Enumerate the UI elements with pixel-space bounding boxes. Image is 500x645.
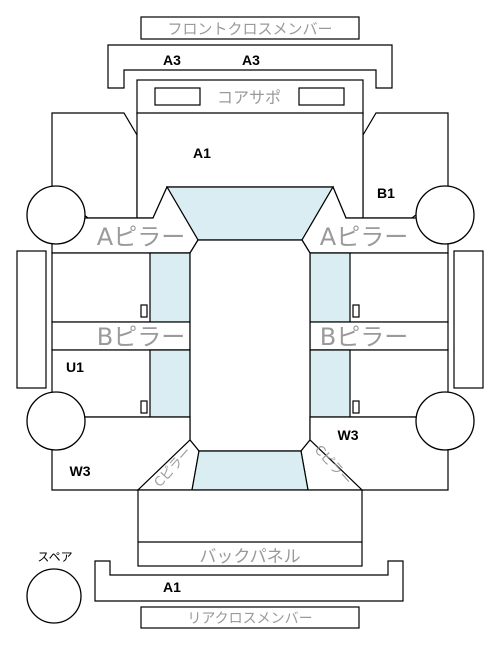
rear-cross-member-box[interactable] — [140, 606, 360, 629]
a-pillar-right-label: Aピラー — [320, 223, 408, 251]
front-cross-member-label: フロントクロスメンバー — [167, 20, 332, 38]
spare-label: スペア — [37, 550, 72, 564]
right-rear-door-handle[interactable] — [352, 400, 360, 414]
roof-panel[interactable] — [189, 239, 311, 452]
rear-cross-member-label: リアクロスメンバー — [187, 611, 312, 627]
spare-tire[interactable] — [26, 568, 82, 624]
code-u1: U1 — [66, 359, 84, 375]
code-b1: B1 — [377, 185, 395, 201]
front-left-wheel[interactable] — [26, 185, 86, 245]
code-a1-front: A1 — [193, 145, 211, 161]
core-support-label: コアサポ — [217, 88, 281, 107]
b-pillar-right-panel[interactable] — [309, 321, 449, 351]
rear-right-wheel[interactable] — [415, 391, 475, 451]
code-a3-left: A3 — [163, 52, 181, 68]
left-headlight[interactable] — [154, 87, 201, 106]
trunk-lid[interactable] — [137, 489, 363, 567]
right-front-door-glass[interactable] — [309, 252, 351, 323]
right-side-sill[interactable] — [453, 250, 484, 389]
code-w3-left: W3 — [70, 463, 91, 479]
code-a1-rear: A1 — [163, 579, 181, 595]
right-headlight[interactable] — [298, 87, 345, 106]
front-right-wheel[interactable] — [415, 185, 475, 245]
back-panel-label: バックパネル — [199, 547, 300, 567]
code-w3-right: W3 — [338, 427, 359, 443]
code-a3-right: A3 — [242, 52, 260, 68]
left-front-door-handle[interactable] — [140, 304, 148, 318]
rear-bumper-bracket[interactable] — [94, 560, 404, 602]
rear-left-wheel[interactable] — [26, 391, 86, 451]
left-rear-door-glass[interactable] — [149, 349, 191, 418]
left-front-door-glass[interactable] — [149, 252, 191, 323]
front-cross-member-box[interactable] — [140, 16, 360, 40]
left-side-sill[interactable] — [16, 250, 47, 389]
b-pillar-left-panel[interactable] — [51, 321, 191, 351]
left-rear-door-handle[interactable] — [140, 400, 148, 414]
a-pillar-left-label: Aピラー — [97, 223, 185, 251]
front-bumper-bracket[interactable] — [107, 44, 393, 89]
b-pillar-left-label: Bピラー — [97, 323, 185, 351]
right-front-door-handle[interactable] — [352, 304, 360, 318]
right-rear-door-glass[interactable] — [309, 349, 351, 418]
b-pillar-right-label: Bピラー — [320, 323, 408, 351]
rear-window-glass[interactable] — [191, 450, 309, 491]
